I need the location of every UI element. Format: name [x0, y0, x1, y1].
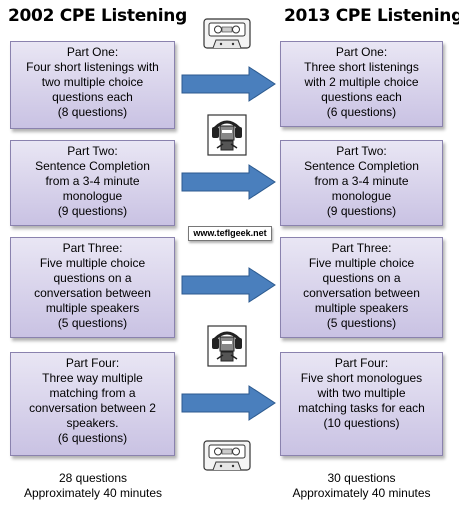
arrow-part-one — [181, 66, 276, 102]
title-2002: 2002 CPE Listening — [8, 6, 187, 26]
robot-listener-icon — [207, 114, 247, 156]
box-2002-part-one-text: Part One: Four short listenings with two… — [26, 45, 159, 119]
box-2002-part-four-text: Part Four: Three way multiple matching f… — [29, 356, 156, 445]
arrow-part-three — [181, 267, 276, 303]
box-2013-part-one: Part One: Three short listenings with 2 … — [280, 41, 443, 127]
box-2002-part-two: Part Two: Sentence Completion from a 3-4… — [10, 140, 175, 226]
box-2002-part-one: Part One: Four short listenings with two… — [10, 41, 175, 129]
summary-2002: 28 questions Approximately 40 minutes — [23, 471, 163, 500]
summary-2013: 30 questions Approximately 40 minutes — [292, 471, 431, 500]
arrow-part-two — [181, 164, 276, 200]
arrow-part-four — [181, 385, 276, 421]
box-2013-part-one-text: Part One: Three short listenings with 2 … — [304, 45, 419, 119]
box-2013-part-three: Part Three: Five multiple choice questio… — [280, 237, 443, 338]
box-2013-part-four-text: Part Four: Five short monologues with tw… — [298, 356, 425, 430]
box-2002-part-three: Part Three: Five multiple choice questio… — [10, 237, 175, 338]
robot-listener-icon — [207, 325, 247, 367]
box-2013-part-two: Part Two: Sentence Completion from a 3-4… — [280, 140, 443, 226]
box-2002-part-two-text: Part Two: Sentence Completion from a 3-4… — [35, 144, 150, 218]
box-2002-part-four: Part Four: Three way multiple matching f… — [10, 352, 175, 456]
website-label: www.teflgeek.net — [188, 226, 272, 241]
cassette-icon — [203, 18, 251, 49]
cassette-icon — [203, 440, 251, 471]
box-2013-part-two-text: Part Two: Sentence Completion from a 3-4… — [304, 144, 419, 218]
box-2013-part-four: Part Four: Five short monologues with tw… — [280, 352, 443, 456]
box-2013-part-three-text: Part Three: Five multiple choice questio… — [303, 241, 420, 330]
title-2013: 2013 CPE Listening — [284, 6, 459, 26]
box-2002-part-three-text: Part Three: Five multiple choice questio… — [34, 241, 151, 330]
